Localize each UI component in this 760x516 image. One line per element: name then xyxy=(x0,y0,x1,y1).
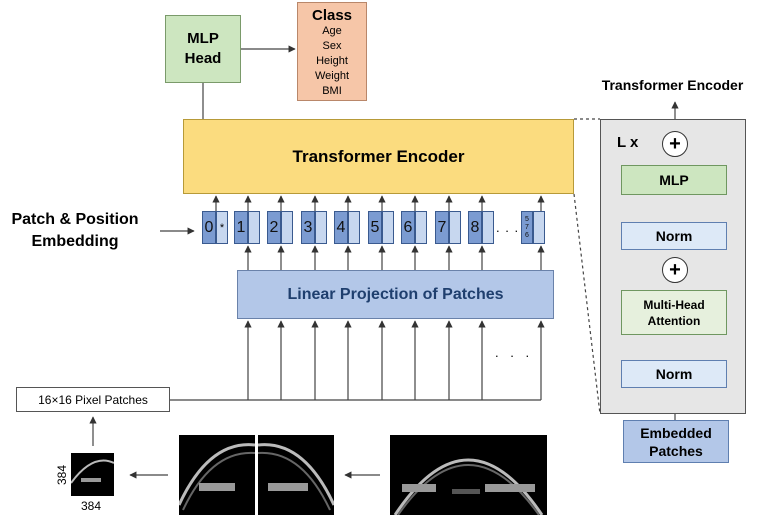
token-1-embedding xyxy=(248,211,260,244)
token-0-number: 0 xyxy=(202,211,216,244)
side-mlp-box: MLP xyxy=(621,165,727,195)
transformer-encoder-label: Transformer Encoder xyxy=(292,146,465,166)
token-ellipsis: . . . xyxy=(496,220,520,235)
image-height-label: 384 xyxy=(55,464,69,485)
embedding-label-line1: Patch & Position xyxy=(11,211,139,228)
token-5-number: 5 xyxy=(368,211,382,244)
class-item-age: Age xyxy=(322,25,342,37)
embedding-label: Patch & Position Embedding xyxy=(0,209,150,253)
token-2-number: 2 xyxy=(267,211,281,244)
side-norm-top-box: Norm xyxy=(621,222,727,250)
side-attention-box: Multi-Head Attention xyxy=(621,290,727,335)
class-item-weight: Weight xyxy=(314,70,350,82)
token-4-embedding xyxy=(348,211,360,244)
token-7-embedding xyxy=(449,211,461,244)
pixel-patches-text: 16×16 Pixel Patches xyxy=(38,392,148,407)
residual-add-bottom-icon: + xyxy=(662,257,688,283)
token-last-digit-2: 7 xyxy=(525,223,529,231)
oct-image-right-half xyxy=(258,435,334,515)
embedded-patches-box: Embedded Patches xyxy=(623,420,729,463)
embedded-line1: Embedded xyxy=(640,424,712,441)
repeat-label: L x xyxy=(617,134,639,151)
linear-projection-label: Linear Projection of Patches xyxy=(287,285,504,303)
token-last-digit-3: 6 xyxy=(525,231,529,239)
patch-ellipsis: . . . xyxy=(495,345,534,360)
linear-projection-box: Linear Projection of Patches xyxy=(237,270,554,319)
token-3-number: 3 xyxy=(301,211,315,244)
token-last-embedding xyxy=(533,211,545,244)
side-mlp-label: MLP xyxy=(659,172,689,188)
embedding-label-line2: Embedding xyxy=(31,233,119,250)
mlp-head-box: MLP Head xyxy=(165,15,241,83)
side-encoder-title: Transformer Encoder xyxy=(601,77,744,93)
token-2-embedding xyxy=(281,211,293,244)
zoom-line-bottom xyxy=(573,193,601,415)
side-attention-line1: Multi-Head xyxy=(643,297,705,312)
token-0-embedding: * xyxy=(216,211,228,244)
oct-image-full xyxy=(390,435,547,515)
side-attention-line2: Attention xyxy=(647,313,701,328)
side-norm-bottom-box: Norm xyxy=(621,360,727,388)
class-box: Class Age Sex Height Weight BMI xyxy=(297,2,367,101)
mlp-head-line1: MLP xyxy=(187,30,219,47)
side-norm-bottom-label: Norm xyxy=(655,366,693,382)
oct-image-right-drawing xyxy=(258,443,334,511)
token-8-number: 8 xyxy=(468,211,482,244)
token-7-number: 7 xyxy=(435,211,449,244)
token-8-embedding xyxy=(482,211,494,244)
oct-image-resized xyxy=(71,453,114,496)
token-6-embedding xyxy=(415,211,427,244)
token-5-embedding xyxy=(382,211,394,244)
residual-add-top-icon: + xyxy=(662,131,688,157)
token-3-embedding xyxy=(315,211,327,244)
side-norm-top-label: Norm xyxy=(655,228,693,244)
oct-image-left-drawing xyxy=(179,443,255,511)
mlp-head-line2: Head xyxy=(184,50,222,67)
oct-image-resized-drawing xyxy=(71,459,114,484)
pixel-patches-label: 16×16 Pixel Patches xyxy=(16,387,170,412)
image-width-label: 384 xyxy=(81,499,102,513)
token-last-digit-1: 5 xyxy=(525,215,529,223)
class-title: Class xyxy=(311,7,353,24)
class-item-bmi: BMI xyxy=(322,85,342,97)
oct-image-left-half xyxy=(179,435,255,515)
class-item-sex: Sex xyxy=(322,40,342,52)
token-6-number: 6 xyxy=(401,211,415,244)
transformer-encoder-box: Transformer Encoder xyxy=(183,119,574,194)
class-item-height: Height xyxy=(316,55,348,67)
token-last-number: 5 7 6 xyxy=(521,211,533,244)
token-1-number: 1 xyxy=(234,211,248,244)
oct-image-full-drawing xyxy=(393,458,544,515)
token-4-number: 4 xyxy=(334,211,348,244)
embedded-line2: Patches xyxy=(649,442,703,459)
